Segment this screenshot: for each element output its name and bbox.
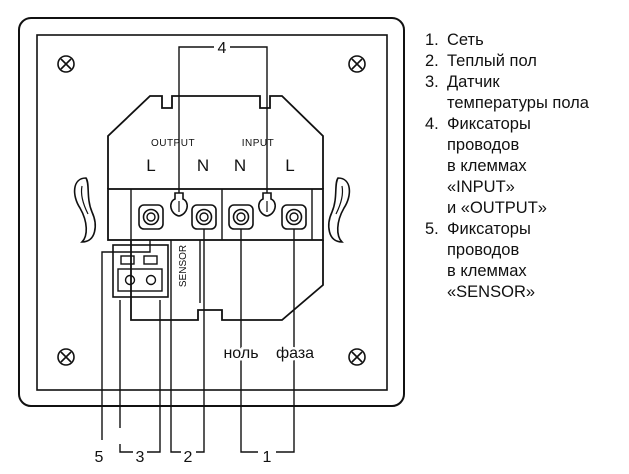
legend-number: 5.: [425, 220, 439, 238]
legend-text: Теплый пол: [447, 51, 625, 72]
legend-number: 1.: [425, 31, 439, 49]
terminal-screw-icon: [281, 204, 307, 230]
legend: 1. Сеть 2. Теплый пол 3. Датчик температ…: [425, 30, 625, 303]
legend-line: Датчик: [447, 73, 500, 91]
output-label: OUTPUT: [151, 138, 195, 149]
legend-item: 2. Теплый пол: [425, 51, 625, 72]
legend-line: и «OUTPUT»: [447, 199, 547, 217]
legend-number: 2.: [425, 52, 439, 70]
screw-icon: [57, 348, 75, 366]
legend-text: Сеть: [447, 30, 625, 51]
terminal-block: [107, 188, 324, 241]
outer-frame: [18, 17, 405, 407]
legend-line: Сеть: [447, 31, 484, 49]
terminal-letter: N: [234, 156, 246, 175]
terminal-housing: [107, 95, 324, 189]
input-label: INPUT: [242, 138, 275, 149]
callout-5-label: 5: [95, 449, 104, 466]
left-mounting-slot: [73, 177, 96, 243]
screw-icon: [348, 55, 366, 73]
callout-2-label: 2: [184, 449, 193, 466]
neutral-wire-label: ноль: [223, 345, 258, 362]
wire-fixator-icon: [258, 192, 276, 217]
legend-line: «INPUT»: [447, 178, 515, 196]
legend-line: проводов: [447, 136, 520, 154]
legend-item: 5. Фиксаторы проводов в клеммах «SENSOR»: [425, 219, 625, 303]
legend-item: 1. Сеть: [425, 30, 625, 51]
terminal-letter: L: [146, 156, 155, 175]
inner-frame: [36, 34, 388, 391]
callout-1-leader-right: [276, 229, 295, 453]
legend-text: Фиксаторы проводов в клеммах «INPUT» и «…: [447, 114, 625, 219]
callout-1-label: 1: [263, 449, 272, 466]
terminal-letter: N: [197, 156, 209, 175]
callout-3-leader-right: [147, 300, 161, 453]
callout-3-label: 3: [136, 449, 145, 466]
legend-line: Фиксаторы: [447, 115, 531, 133]
callout-2-leader-right: [196, 229, 205, 453]
legend-number: 4.: [425, 115, 439, 133]
legend-line: Фиксаторы: [447, 220, 531, 238]
terminal-screw-icon: [191, 204, 217, 230]
terminal-letter: L: [285, 156, 294, 175]
callout-5-leader: [101, 240, 151, 440]
legend-line: температуры пола: [447, 94, 589, 112]
screw-icon: [57, 55, 75, 73]
lower-housing: [130, 240, 324, 321]
phase-wire-label: фаза: [276, 345, 314, 362]
legend-line: проводов: [447, 241, 520, 259]
terminal-screw-icon: [228, 204, 254, 230]
sensor-label: SENSOR: [178, 245, 189, 287]
terminal-screw-icon: [138, 204, 164, 230]
legend-item: 3. Датчик температуры пола: [425, 72, 625, 114]
legend-line: «SENSOR»: [447, 283, 536, 301]
legend-number: 3.: [425, 73, 439, 91]
callout-2-leader-left: [170, 240, 181, 453]
legend-item: 4. Фиксаторы проводов в клеммах «INPUT» …: [425, 114, 625, 219]
legend-line: в клеммах: [447, 262, 527, 280]
legend-line: Теплый пол: [447, 52, 537, 70]
callout-1-leader-left: [240, 229, 258, 453]
screw-icon: [348, 348, 366, 366]
wire-fixator-icon: [170, 192, 188, 217]
sensor-terminal-block: [112, 244, 169, 298]
callout-3-leader-left: [119, 300, 133, 453]
legend-line: в клеммах: [447, 157, 527, 175]
callout-4-label: 4: [218, 40, 227, 57]
legend-text: Фиксаторы проводов в клеммах «SENSOR»: [447, 219, 625, 303]
callout-4-bracket: [178, 46, 268, 193]
right-mounting-slot: [328, 177, 351, 243]
legend-text: Датчик температуры пола: [447, 72, 625, 114]
